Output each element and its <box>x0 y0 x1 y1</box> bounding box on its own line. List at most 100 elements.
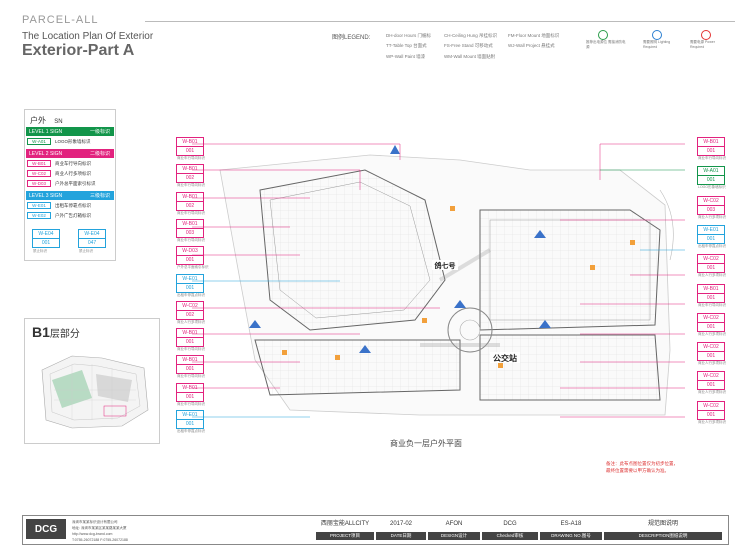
sign-tag-caption: LOGO形象墙标识 <box>698 185 726 190</box>
sign-tag-num: 001 <box>706 411 716 418</box>
power-outlet-icon <box>598 30 608 40</box>
sign-tag-caption: 商业人行多项标识 <box>698 273 726 278</box>
level-cn: 三级标识 <box>89 193 110 199</box>
sign-tag-num: 001 <box>185 284 195 291</box>
sign-tag-caption: 商业人行多项标识 <box>698 214 726 219</box>
sign-tag-num: 001 <box>706 235 716 242</box>
sign-tag-caption: 出租车停靠点标识 <box>177 429 205 433</box>
sign-tag-num: 001 <box>185 366 195 373</box>
sign-label: 商业车行导向标识 <box>55 160 91 166</box>
sign-tag[interactable]: W-E04 047 <box>78 229 106 248</box>
sign-label: 户外广告灯箱标识 <box>55 212 91 218</box>
sign-tag-code: W-E04 <box>33 230 59 239</box>
outdoor-title-text: 户外 <box>30 116 46 125</box>
footer-date: 2017-02 <box>389 521 413 527</box>
sign-tag-code: W-B01 <box>698 285 724 294</box>
legend-item: WM-Wall Mount 墙面贴附 <box>444 54 496 59</box>
plan-label-parking: 鸽七号 <box>435 261 456 270</box>
sign-tag-caption: 商业车行导向标识 <box>698 156 726 160</box>
sign-tag-caption: 商业车行导向标识 <box>177 374 205 379</box>
sign-tag-num: 001 <box>706 382 716 389</box>
sign-tag-code: W-C02 <box>698 372 724 382</box>
parcel-label: PARCEL-ALL <box>22 14 99 26</box>
sign-tag-code: W-C02 <box>177 302 203 311</box>
b1-title-suffix: 层部分 <box>49 329 80 340</box>
legend-icon-label: 推荐出电源位 需接消防电源 <box>586 40 626 49</box>
company-line: T:0755-26072188 F:0755-26072188 <box>72 538 128 542</box>
sign-tag-code: W-B01 <box>177 384 203 393</box>
sign-tag-code: W-B01 <box>177 220 203 229</box>
footer-description: 规范图说明 <box>647 521 678 527</box>
page-subtitle: The Location Plan Of Exterior <box>22 31 154 42</box>
footer-label: DRAWING NO.图号 <box>540 532 602 540</box>
sign-tag-num: 001 <box>185 339 195 346</box>
note-line: 备注：此布点图位置仅为初步位置， <box>606 461 678 466</box>
page-title: Exterior-Part A <box>22 42 135 59</box>
sign-tag-code: W-E04 <box>79 230 105 239</box>
footer-drawing-no: ES-A18 <box>560 521 582 527</box>
sign-row: W-B01 商业车行导向标识 <box>27 160 91 167</box>
sign-label: LOGO形象墙标识 <box>55 138 91 144</box>
footer-label: DESCRIPTION图纸说明 <box>604 532 722 540</box>
footer-label: DESIGN设计 <box>428 532 480 540</box>
legend-item: FS-Free Stand 可移动式 <box>444 43 493 48</box>
sign-row: W-C02 商业人行多项标识 <box>27 170 91 177</box>
sign-tag-caption: 出租车停靠点标识 <box>177 292 205 297</box>
power-required-icon <box>701 30 711 40</box>
footer-label: Checked审核 <box>482 532 538 540</box>
outdoor-title: 户外 SN <box>30 115 63 126</box>
sign-tag[interactable]: W-E04 001 <box>32 229 60 248</box>
sign-tag-caption: 商业车行导向标识 <box>177 401 205 406</box>
legend-item: CH-Ceiling Hung 吊挂标识 <box>444 33 498 38</box>
sign-tag-num: 001 <box>185 257 195 264</box>
sign-code: W-C02 <box>27 170 51 177</box>
sign-tag-code: W-C02 <box>698 255 724 265</box>
sign-tag-code: W-B01 <box>177 193 203 202</box>
sign-tag-num: 002 <box>185 175 195 182</box>
level-name: LEVEL 3 SIGN <box>29 192 63 199</box>
sign-row: W-D03 户外总平面索引标识 <box>27 180 96 187</box>
sign-tag-caption: 商业车行导向标识 <box>177 347 205 352</box>
sign-tag-code: W-C02 <box>698 402 724 411</box>
sign-tag-caption: 禁止标识 <box>33 249 47 253</box>
sign-tag-code: W-C02 <box>698 197 724 206</box>
sign-tag-code: W-C02 <box>698 343 724 353</box>
plan-caption: 商业负一层户外平面 <box>390 439 462 448</box>
sign-tag-code: W-E01 <box>177 275 203 284</box>
sign-tag-caption: 商业车行导向标识 <box>177 210 205 215</box>
sign-tag-caption: 商业人行多项标识 <box>698 331 726 336</box>
level-name: LEVEL 2 SIGN <box>29 150 63 157</box>
sign-tag-num: 003 <box>185 229 195 236</box>
sign-tag-num: 001 <box>706 148 716 154</box>
sign-tag-caption: 商业车行导向标识 <box>177 183 205 188</box>
sign-tag-num: 002 <box>185 311 195 318</box>
sign-tag-num: 001 <box>185 421 195 427</box>
b1-key-plan <box>24 318 160 444</box>
sign-tag-num: 002 <box>185 202 195 209</box>
company-line: 深圳市某某标识设计有限公司 <box>72 520 118 524</box>
level-3-bar: LEVEL 3 SIGN 三级标识 <box>26 191 114 200</box>
sign-row: W-E01 出租车停靠点标识 <box>27 202 91 209</box>
legend-icon-label: 需要照明 Lighting Required <box>643 40 671 49</box>
